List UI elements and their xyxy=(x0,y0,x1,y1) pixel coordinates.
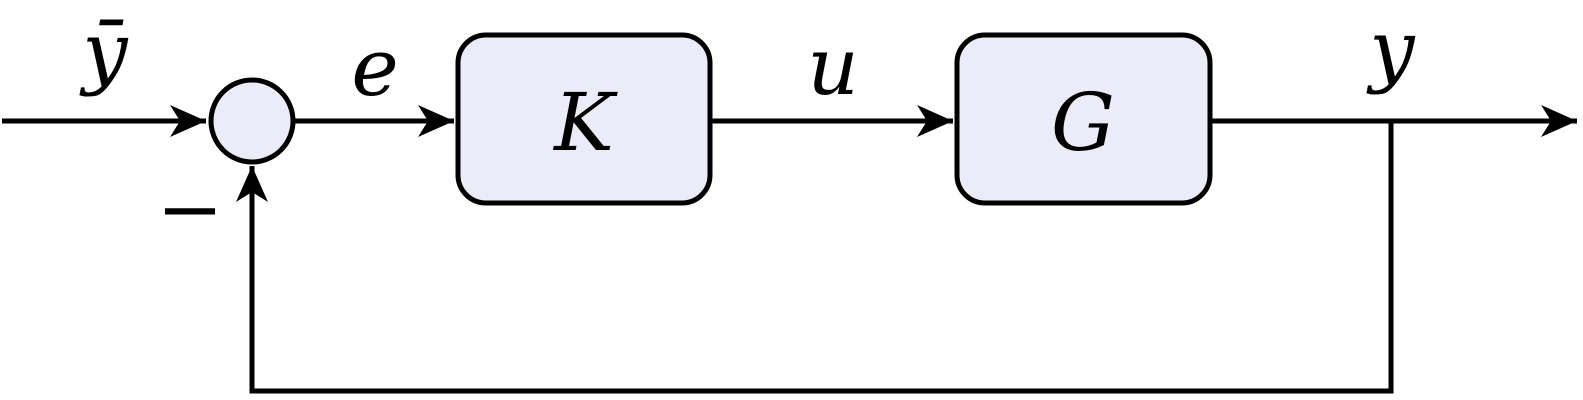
output-signal-label: y xyxy=(1366,3,1416,96)
plant-block-label: G xyxy=(1051,76,1115,169)
error-signal-label: e xyxy=(351,21,398,114)
control-signal-label: u xyxy=(807,20,859,113)
controller-block-label: K xyxy=(552,76,618,169)
minus-sign-label: − xyxy=(156,163,223,256)
reference-signal-label: ȳ xyxy=(79,5,129,98)
feedback-path-arrow xyxy=(236,121,1394,394)
summing-junction-circle xyxy=(208,77,296,165)
